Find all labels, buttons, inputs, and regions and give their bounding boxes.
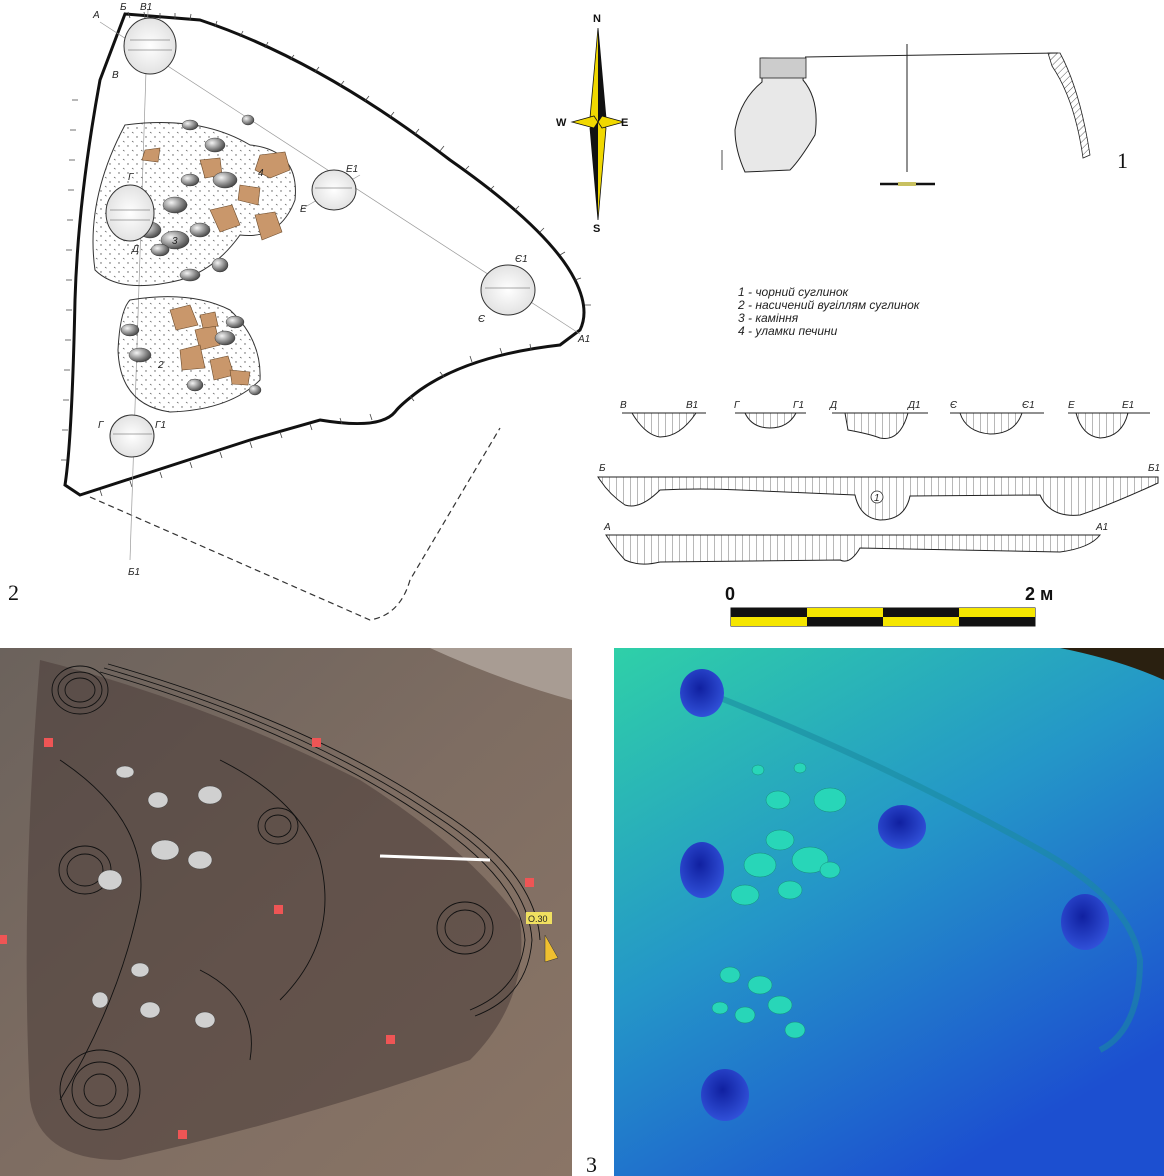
label-layer4: 4 bbox=[258, 168, 264, 179]
section-ye: Є Є1 bbox=[950, 400, 1044, 435]
section-v-right: В1 bbox=[686, 400, 698, 411]
label-v: В bbox=[112, 70, 119, 81]
post-holes bbox=[105, 17, 536, 458]
section-v: В В1 bbox=[620, 400, 706, 438]
section-g-left: Г bbox=[734, 400, 741, 411]
layer-dark-loam-upper bbox=[92, 122, 296, 287]
label-v1: В1 bbox=[140, 2, 152, 13]
clay-fragments bbox=[141, 147, 291, 386]
section-d-left: Д bbox=[829, 400, 837, 411]
section-e-left: Е bbox=[1068, 400, 1075, 411]
label-g-top: Г bbox=[128, 172, 135, 183]
legend-item-1: 1 - чорний суглинок bbox=[738, 285, 850, 299]
long-section-a: А А1 bbox=[603, 522, 1108, 565]
legend: 1 - чорний суглинок 2 - насичений вугілл… bbox=[737, 285, 921, 338]
compass-w: W bbox=[556, 117, 567, 129]
orthophoto-panel: O.30 bbox=[0, 648, 572, 1176]
dem-stones bbox=[711, 762, 847, 1039]
legend-item-4: 4 - уламки печини bbox=[738, 324, 838, 338]
figure-number-1: 1 bbox=[1117, 148, 1128, 173]
dashed-extension bbox=[89, 427, 501, 621]
label-a1: А1 bbox=[577, 334, 590, 345]
legend-item-2: 2 - насичений вугіллям суглинок bbox=[737, 298, 921, 312]
section-v-left: В bbox=[620, 400, 627, 411]
section-b-marker: 1 bbox=[874, 493, 880, 504]
vessel-rim bbox=[759, 57, 807, 79]
label-g: Г bbox=[98, 420, 105, 431]
photo-contours bbox=[51, 663, 541, 1131]
label-layer2: 2 bbox=[157, 360, 164, 371]
excavation-plan: А Б В1 В Г Д Е Е1 Є Є1 А1 Г Г1 Б1 3 2 4 … bbox=[8, 2, 591, 621]
section-b-left: Б bbox=[599, 463, 606, 474]
pit-g bbox=[109, 414, 155, 458]
section-a-left: А bbox=[603, 522, 611, 533]
legend-item-3: 3 - каміння bbox=[738, 311, 799, 325]
label-e: Е bbox=[300, 204, 307, 215]
vessel-profile bbox=[1047, 52, 1091, 159]
section-g-right: Г1 bbox=[793, 400, 804, 411]
section-e: Е Е1 bbox=[1068, 400, 1150, 439]
compass-n: N bbox=[593, 13, 601, 25]
vessel-drawing: 1 bbox=[721, 44, 1128, 186]
elevation-model-panel bbox=[614, 648, 1164, 1176]
photo-stones bbox=[91, 765, 223, 1029]
label-layer3: 3 bbox=[172, 236, 178, 247]
label-a: А bbox=[92, 10, 100, 21]
figure-number-3: 3 bbox=[586, 1152, 597, 1176]
compass-rose: N S W E bbox=[556, 13, 628, 235]
section-d-right: Д1 bbox=[907, 400, 921, 411]
section-ye-left: Є bbox=[950, 400, 958, 411]
scale-bar: 0 2 м bbox=[725, 584, 1053, 627]
label-e1: Е1 bbox=[346, 164, 358, 175]
section-b-right: Б1 bbox=[1148, 463, 1160, 474]
scale-end: 2 м bbox=[1025, 584, 1053, 604]
long-section-b: 1 Б Б1 bbox=[597, 463, 1160, 521]
vessel-sherd bbox=[734, 57, 817, 173]
photo-tag: O.30 bbox=[528, 914, 548, 924]
dem-holes bbox=[680, 669, 1109, 1121]
rim-line bbox=[804, 52, 1059, 58]
section-g: Г Г1 bbox=[734, 400, 806, 429]
section-d: Д Д1 bbox=[829, 400, 928, 439]
label-b1: Б1 bbox=[128, 567, 140, 578]
photo-north-arrow bbox=[379, 854, 491, 862]
label-d: Д bbox=[131, 244, 139, 255]
label-g1: Г1 bbox=[155, 420, 166, 431]
photo-markers bbox=[0, 738, 534, 1139]
pit-e bbox=[311, 169, 357, 211]
pit-v bbox=[123, 17, 177, 75]
post-hole-hatching bbox=[110, 39, 530, 435]
compass-s: S bbox=[593, 223, 600, 235]
label-b: Б bbox=[120, 2, 127, 13]
label-ye: Є bbox=[478, 314, 486, 325]
section-e-right: Е1 bbox=[1122, 400, 1134, 411]
edge-ticks-bottom bbox=[99, 343, 532, 497]
figure-number-2: 2 bbox=[8, 580, 19, 605]
edge-ticks bbox=[127, 11, 591, 306]
scale-start: 0 bbox=[725, 584, 735, 604]
stones bbox=[120, 114, 262, 396]
pit-ye bbox=[480, 264, 536, 316]
pit-d bbox=[105, 184, 155, 242]
section-ye-right: Є1 bbox=[1022, 400, 1035, 411]
pit-sections: В В1 Г Г1 Д Д1 Є Є1 Е Е1 bbox=[620, 400, 1150, 439]
edge-ticks-left bbox=[61, 99, 78, 461]
label-ye1: Є1 bbox=[515, 254, 528, 265]
compass-e: E bbox=[621, 117, 628, 129]
section-a-right: А1 bbox=[1095, 522, 1108, 533]
